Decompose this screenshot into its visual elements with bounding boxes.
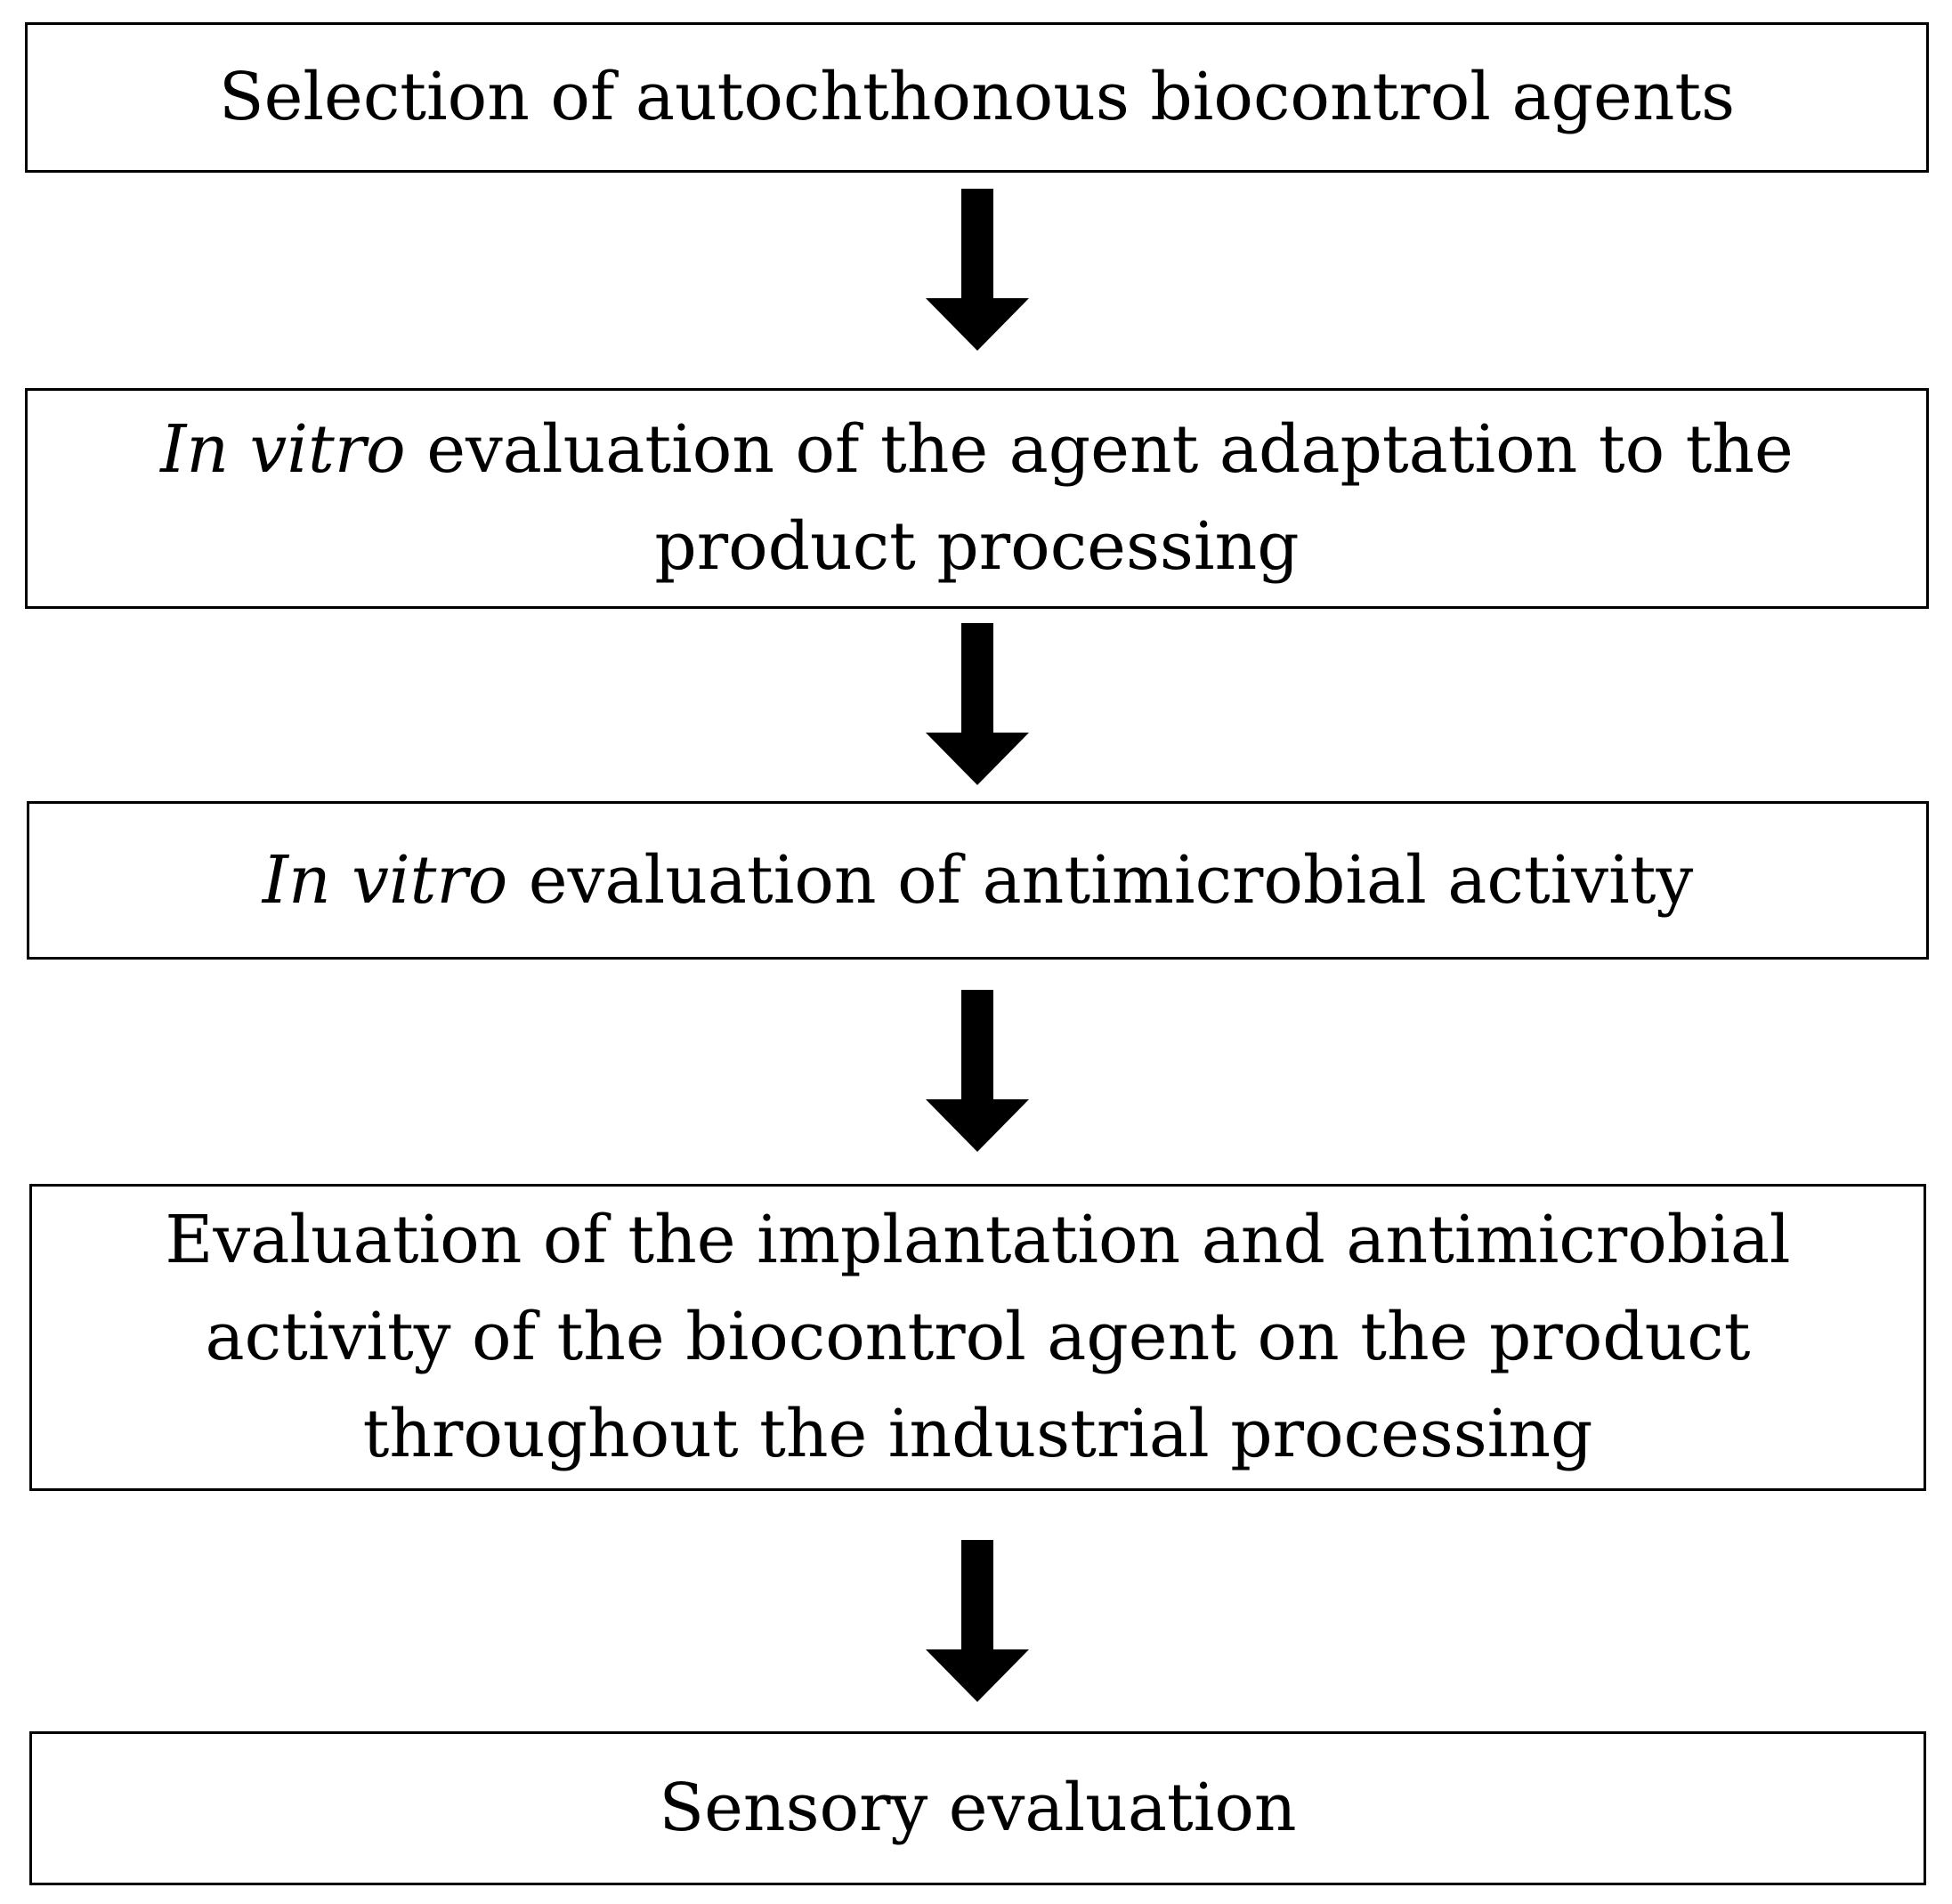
step-box-2: In vitro evaluation of the agent adaptat… bbox=[25, 388, 1929, 609]
step-label-1: Selection of autochthonous biocontrol ag… bbox=[218, 59, 1736, 135]
step-text-4: Evaluation of the implantation and antim… bbox=[139, 1192, 1817, 1483]
down-arrow-icon bbox=[926, 189, 1029, 351]
down-arrow-1 bbox=[924, 189, 1031, 351]
step-box-4: Evaluation of the implantation and antim… bbox=[29, 1184, 1926, 1491]
step-italic-2: In vitro bbox=[160, 411, 406, 488]
down-arrow-icon bbox=[926, 623, 1029, 785]
step-box-3: In vitro evaluation of antimicrobial act… bbox=[27, 801, 1929, 960]
down-arrow-icon bbox=[926, 1540, 1029, 1702]
step-label-5: Sensory evaluation bbox=[659, 1770, 1297, 1846]
step-label-4: Evaluation of the implantation and antim… bbox=[165, 1202, 1791, 1472]
down-arrow-4 bbox=[924, 1540, 1031, 1702]
step-text-5: Sensory evaluation bbox=[659, 1760, 1296, 1857]
step-text-1: Selection of autochthonous biocontrol ag… bbox=[219, 49, 1735, 146]
down-arrow-2 bbox=[924, 623, 1031, 785]
step-label-2: evaluation of the agent adaptation to th… bbox=[405, 411, 1794, 585]
step-box-1: Selection of autochthonous biocontrol ag… bbox=[25, 22, 1929, 173]
step-text-2: In vitro evaluation of the agent adaptat… bbox=[63, 401, 1891, 596]
down-arrow-icon bbox=[926, 990, 1029, 1152]
step-label-3: evaluation of antimicrobial activity bbox=[507, 841, 1694, 919]
step-box-5: Sensory evaluation bbox=[29, 1731, 1926, 1885]
down-arrow-3 bbox=[924, 990, 1031, 1152]
step-text-3: In vitro evaluation of antimicrobial act… bbox=[263, 832, 1694, 929]
step-italic-3: In vitro bbox=[262, 841, 508, 919]
